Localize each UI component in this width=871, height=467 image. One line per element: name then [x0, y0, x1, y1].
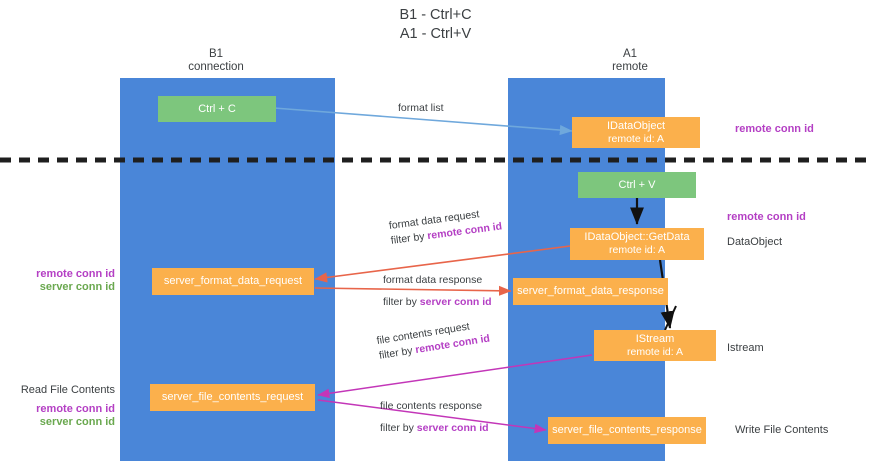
edge-label-format-list: format list — [398, 102, 444, 114]
side-label-read-file-contents: Read File Contents — [20, 384, 115, 396]
edge-label-format-data-response: format data response filter by server co… — [383, 273, 492, 310]
box-idataobject[interactable]: IDataObject remote id: A — [572, 117, 700, 148]
edge-label-file-contents-request: file contents request filter by remote c… — [376, 317, 491, 364]
box-istream-subtitle: remote id: A — [626, 345, 684, 358]
box-server-format-data-request-label: server_format_data_request — [163, 275, 303, 287]
side-label-write-file-contents: Write File Contents — [735, 424, 829, 436]
box-server-format-data-response[interactable]: server_format_data_response — [513, 278, 668, 305]
box-server-format-data-request[interactable]: server_format_data_request — [152, 268, 314, 295]
side-label-left-remote-conn-id-mid: remote conn id — [36, 268, 115, 280]
title-line-1: B1 - Ctrl+C — [399, 7, 472, 23]
edge-label-file-contents-response: file contents response filter by server … — [380, 399, 489, 436]
box-getdata-subtitle: remote id: A — [608, 244, 666, 256]
side-label-remote-conn-id-top: remote conn id — [735, 123, 814, 135]
edge-label-file-contents-response-line2: filter by server conn id — [380, 421, 489, 436]
box-istream[interactable]: IStream remote id: A — [594, 330, 716, 361]
box-server-file-contents-request[interactable]: server_file_contents_request — [150, 384, 315, 411]
box-ctrl-v-label: Ctrl + V — [618, 178, 656, 191]
lane-header-a1-line1: A1 — [622, 48, 638, 60]
filter-key-server-conn-id: server conn id — [419, 296, 492, 308]
box-ctrl-c[interactable]: Ctrl + C — [158, 96, 276, 122]
side-label-dataobject: DataObject — [727, 236, 783, 248]
title-line-2: A1 - Ctrl+V — [399, 26, 472, 42]
box-ctrl-c-label: Ctrl + C — [198, 102, 236, 115]
filter-prefix-4: filter by — [380, 422, 417, 434]
filter-prefix-2: filter by — [383, 296, 420, 308]
box-ctrl-v[interactable]: Ctrl + V — [578, 172, 696, 198]
edge-label-format-data-response-line2: filter by server conn id — [383, 295, 492, 310]
edge-label-format-data-response-line1: format data response — [383, 274, 483, 286]
box-idataobject-getdata[interactable]: IDataObject::GetData remote id: A — [570, 228, 704, 260]
box-server-format-data-response-label: server_format_data_response — [517, 285, 664, 297]
edge-label-file-contents-response-line1: file contents response — [380, 400, 483, 412]
box-getdata-title: IDataObject::GetData — [584, 231, 690, 243]
lane-header-b1-line2: connection — [188, 61, 244, 73]
arrow-response-to-istream — [664, 305, 677, 331]
box-server-file-contents-response[interactable]: server_file_contents_response — [548, 417, 706, 444]
side-label-remote-conn-id-mid: remote conn id — [727, 211, 806, 223]
edge-label-format-data-request: format data request filter by remote con… — [388, 205, 503, 249]
lane-header-b1-line1: B1 — [208, 48, 224, 60]
side-label-left-server-conn-id-bottom: server conn id — [39, 416, 115, 428]
side-label-istream: Istream — [727, 342, 764, 354]
side-label-left-server-conn-id-mid: server conn id — [39, 281, 115, 293]
box-idataobject-title: IDataObject — [606, 119, 666, 132]
filter-key-server-conn-id-2: server conn id — [416, 422, 489, 434]
filter-prefix: filter by — [390, 230, 429, 247]
box-istream-title: IStream — [635, 332, 675, 345]
side-label-left-remote-conn-id-bottom: remote conn id — [36, 403, 115, 415]
box-idataobject-subtitle: remote id: A — [607, 132, 665, 145]
box-server-file-contents-request-label: server_file_contents_request — [161, 391, 304, 403]
lane-header-b1: B1 connection — [150, 48, 282, 74]
lane-header-a1: A1 remote — [565, 48, 695, 74]
box-server-file-contents-response-label: server_file_contents_response — [552, 424, 702, 436]
page-title: B1 - Ctrl+C A1 - Ctrl+V — [0, 6, 871, 44]
lane-header-a1-line2: remote — [612, 61, 648, 73]
